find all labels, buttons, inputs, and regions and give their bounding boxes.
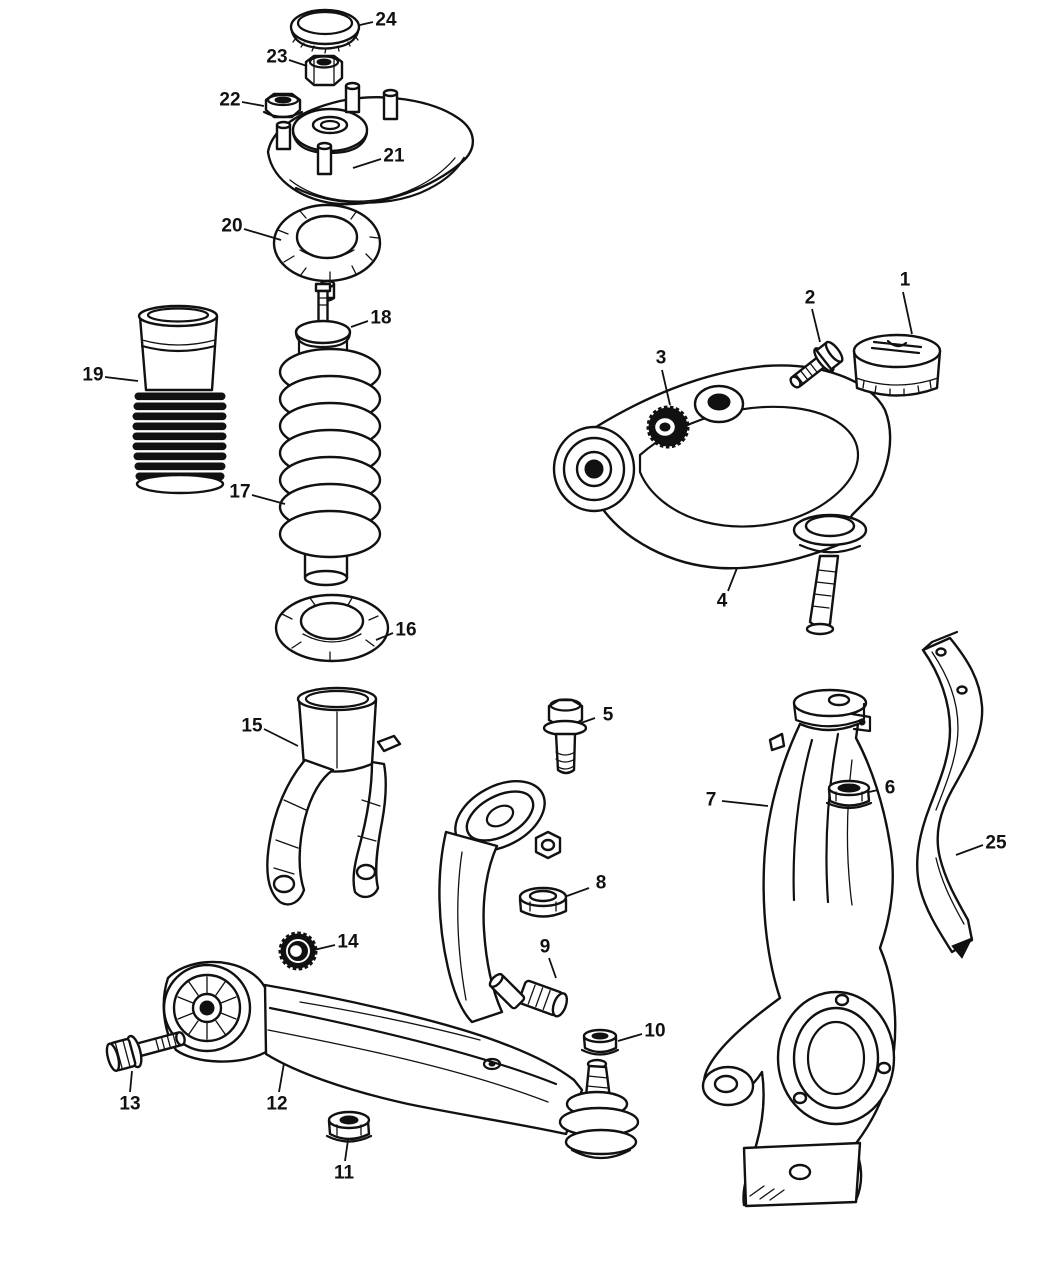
callout-label-5-hex-flange-bolt: 5 [602, 704, 614, 726]
part-14-bushing-sleeve-drawing [278, 931, 318, 971]
part-6-flange-nut-drawing [825, 779, 873, 810]
callout-label-21-strut-mount: 21 [383, 145, 405, 167]
part-25-support-bracket-drawing [916, 630, 984, 959]
leader-line-9 [548, 957, 557, 979]
part-23-hex-nut-drawing [304, 54, 344, 87]
part-9-angled-bolt-drawing [488, 972, 569, 1018]
callout-label-20-spring-seat-bearing: 20 [221, 215, 243, 237]
part-10-flange-nut-drawing [580, 1028, 620, 1056]
leader-line-17 [251, 494, 286, 505]
part-3-flange-nut-drawing [646, 405, 690, 449]
callout-label-15-shock-fork: 15 [241, 715, 263, 737]
callout-label-18-shock-absorber: 18 [370, 307, 392, 329]
leader-line-5 [580, 717, 596, 724]
callout-label-14-bushing-sleeve: 14 [337, 931, 359, 953]
callout-label-17-coil-spring: 17 [229, 481, 251, 503]
part-16-lower-spring-seat-drawing [274, 593, 390, 663]
callout-label-7-steering-knuckle: 7 [705, 789, 717, 811]
leader-line-20 [243, 228, 282, 241]
part-11-flange-nut-drawing [325, 1110, 373, 1143]
leader-line-11 [344, 1139, 349, 1162]
leader-line-25 [955, 844, 984, 856]
leader-line-14 [313, 944, 336, 951]
callout-label-16-lower-spring-seat: 16 [395, 619, 417, 641]
part-20-spring-seat-bearing-drawing [272, 203, 382, 302]
leader-line-22 [241, 101, 265, 107]
leader-line-16 [375, 632, 394, 641]
part-15-shock-fork-drawing [266, 686, 402, 906]
leader-line-23 [288, 59, 308, 67]
leader-line-10 [617, 1033, 643, 1042]
leader-line-4 [727, 567, 738, 592]
part-8-flange-nut-drawing [518, 886, 568, 918]
callout-label-19-dust-boot: 19 [82, 364, 104, 386]
part-7-steering-knuckle-drawing [701, 688, 897, 1208]
leader-line-7 [721, 800, 769, 807]
part-12-lower-control-arm-drawing [162, 780, 640, 1160]
part-22-flange-nut-drawing [262, 92, 304, 119]
callout-label-12-lower-control-arm: 12 [266, 1093, 288, 1115]
callout-label-1-bushing: 1 [899, 269, 911, 291]
leader-line-21 [352, 158, 382, 169]
callout-label-24-cap: 24 [375, 9, 397, 31]
part-21-strut-mount-drawing [266, 81, 474, 206]
part-17-coil-spring-drawing [278, 347, 382, 559]
callout-label-3-flange-nut: 3 [655, 347, 667, 369]
callout-label-23-hex-nut: 23 [266, 46, 288, 68]
leader-line-12 [278, 1062, 285, 1093]
part-2-bolt-drawing [789, 340, 844, 389]
callout-label-6-flange-nut: 6 [884, 777, 896, 799]
callout-label-9-angled-bolt-fitting: 9 [539, 936, 551, 958]
leader-line-13 [129, 1070, 133, 1093]
leader-line-8 [566, 887, 590, 897]
part-24-cap-drawing [289, 8, 361, 54]
leader-line-24 [359, 21, 374, 26]
callout-label-11-flange-nut: 11 [333, 1162, 355, 1184]
part-13-hex-bolt-drawing [105, 1031, 186, 1073]
callout-label-13-hex-bolt: 13 [119, 1093, 141, 1115]
leader-line-19 [104, 376, 139, 382]
leader-line-1 [902, 291, 913, 335]
callout-label-10-flange-nut: 10 [644, 1020, 666, 1042]
callout-label-2-bolt: 2 [804, 287, 816, 309]
leader-line-18 [350, 320, 369, 328]
part-19-dust-boot-drawing [132, 304, 227, 495]
part-1-bushing-drawing [852, 333, 942, 397]
callout-label-4-upper-control-arm: 4 [716, 590, 728, 612]
callout-label-8-flange-nut: 8 [595, 872, 607, 894]
leader-line-15 [263, 728, 299, 747]
leader-line-6 [868, 789, 879, 793]
part-5-hex-flange-bolt-drawing [542, 698, 588, 775]
callout-label-22-flange-nut: 22 [219, 89, 241, 111]
leader-lines [104, 21, 984, 1162]
leader-line-3 [661, 369, 671, 406]
leader-line-2 [811, 308, 821, 343]
callout-label-25-support-bracket: 25 [985, 832, 1007, 854]
